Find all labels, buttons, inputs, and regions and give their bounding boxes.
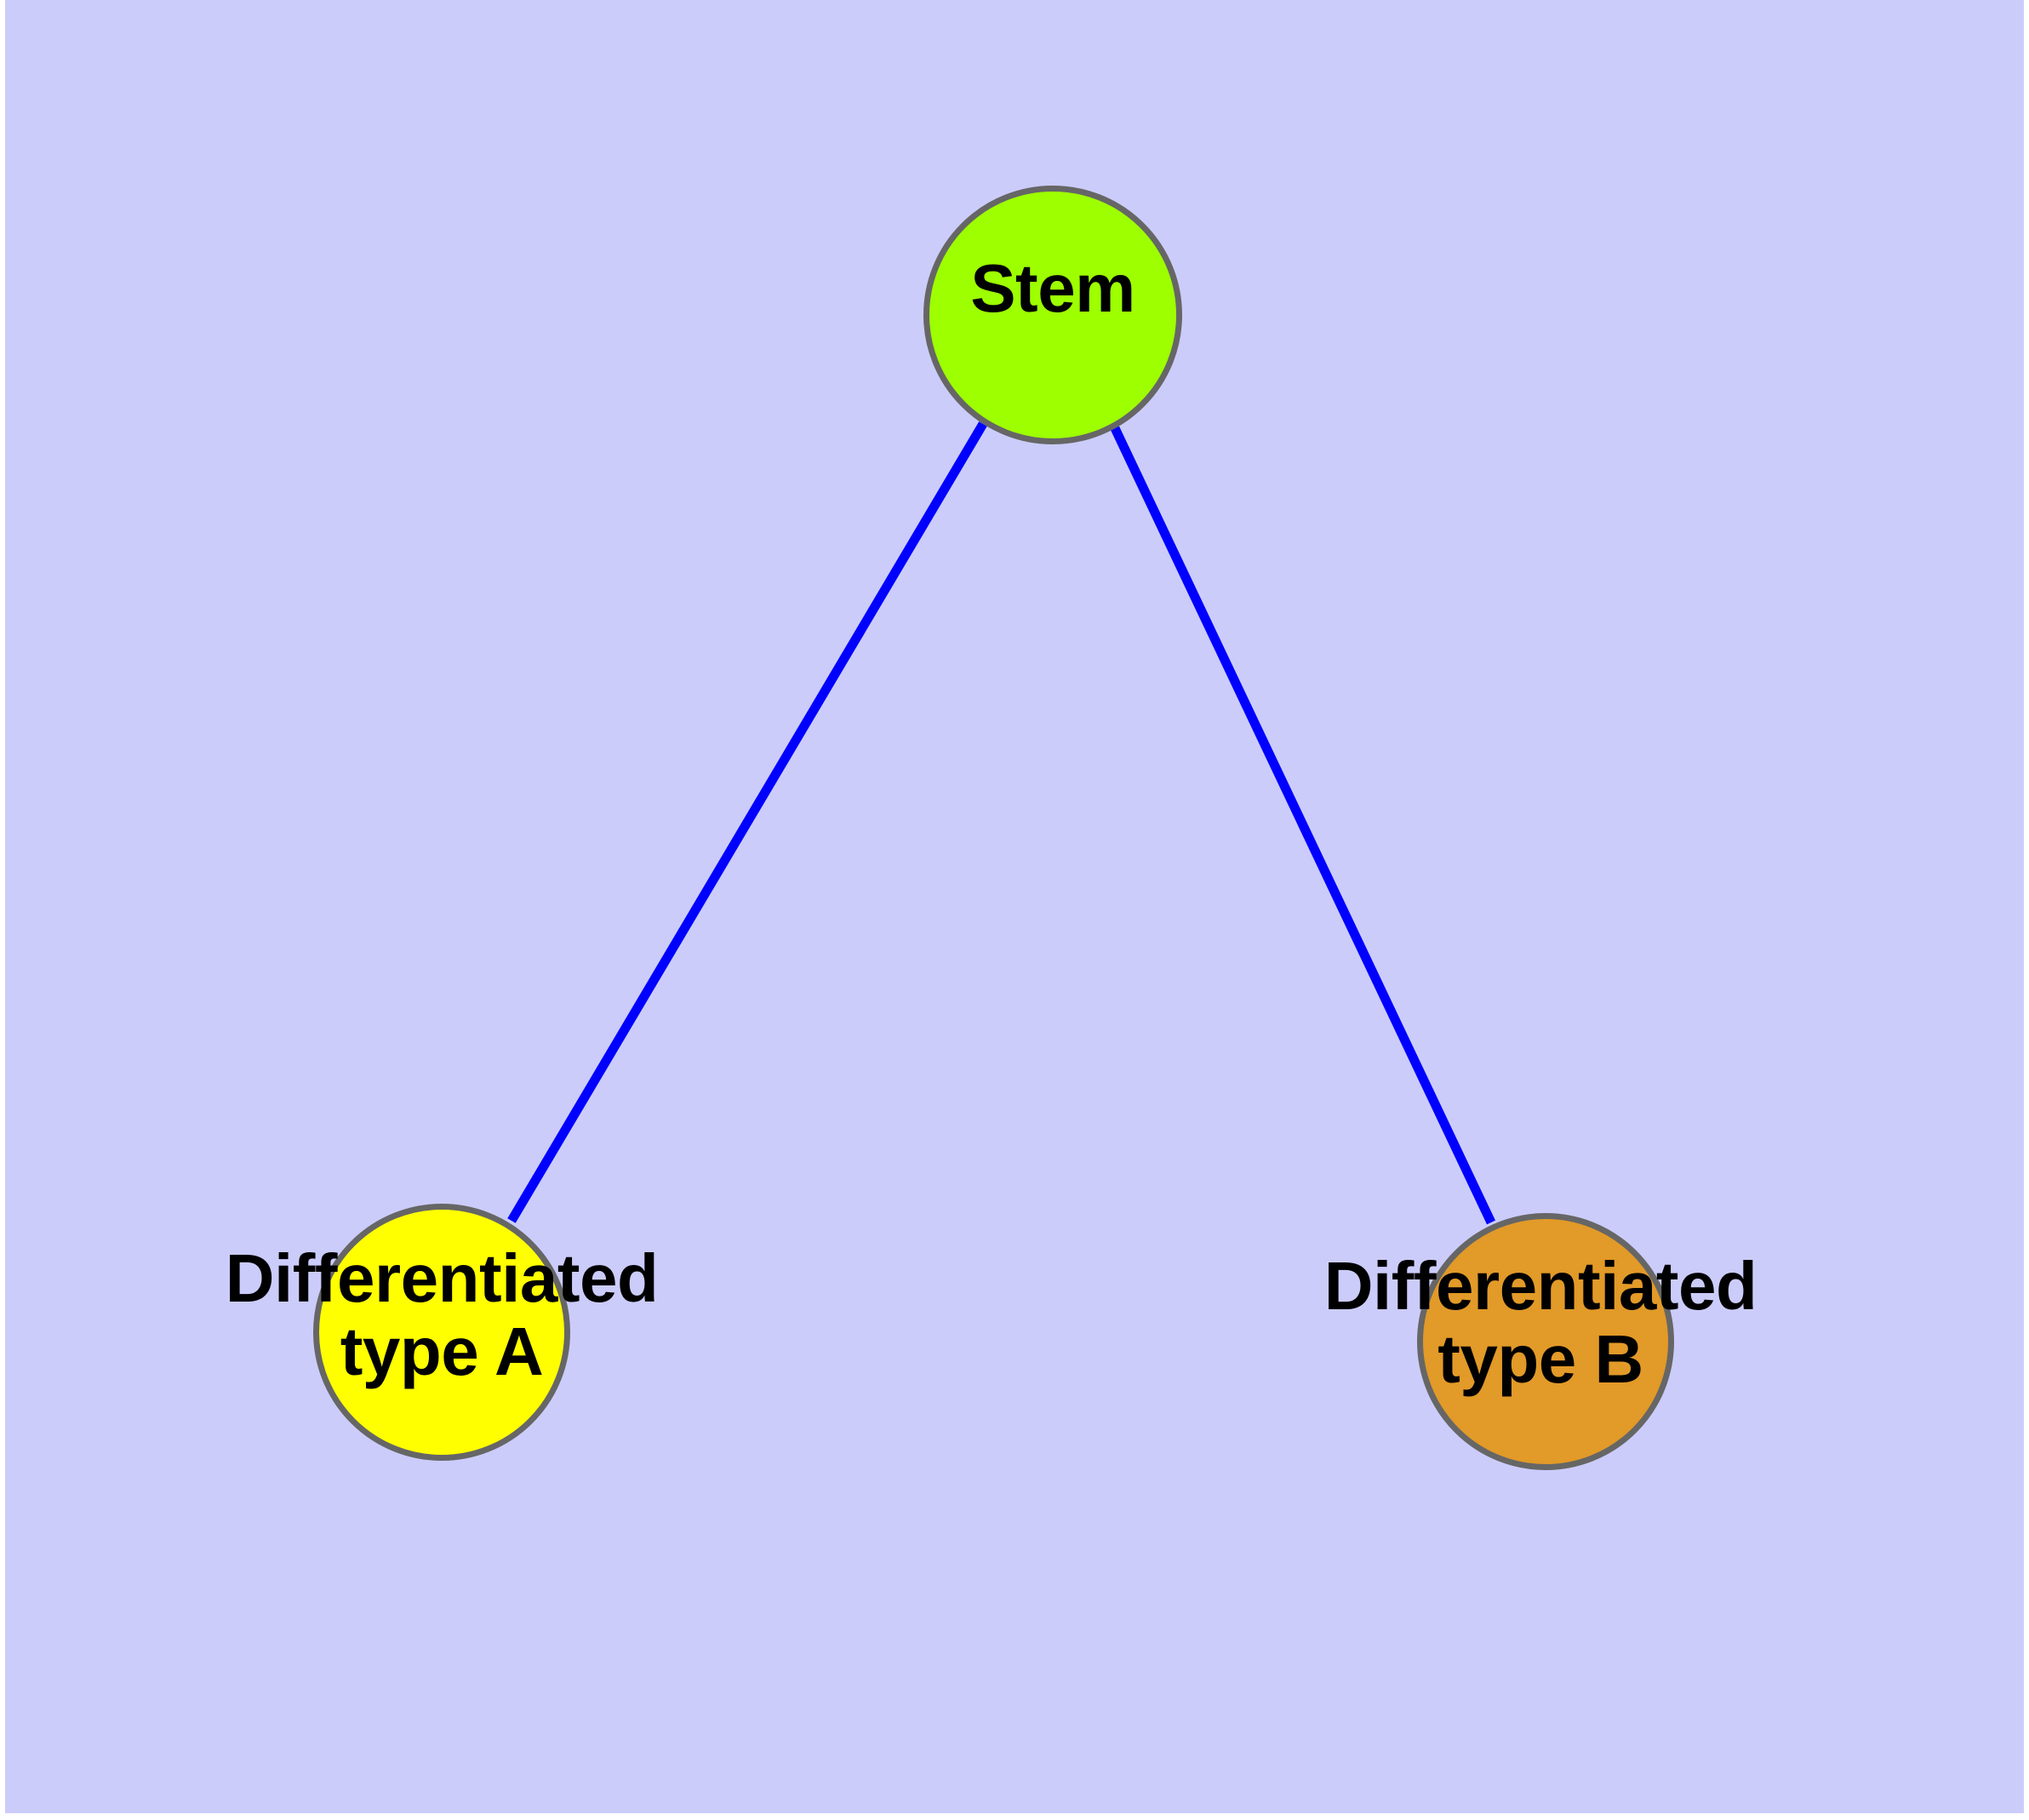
node-layer (313, 186, 1674, 1470)
node-differentiated-type-b[interactable] (1417, 1213, 1674, 1470)
node-differentiated-type-a[interactable] (313, 1204, 570, 1461)
edge-stem-to-differentiated-type-b[interactable] (1111, 426, 1495, 1225)
edge-stem-to-differentiated-type-a[interactable] (507, 421, 987, 1223)
edge-layer (507, 421, 1495, 1225)
node-stem[interactable] (923, 186, 1182, 444)
